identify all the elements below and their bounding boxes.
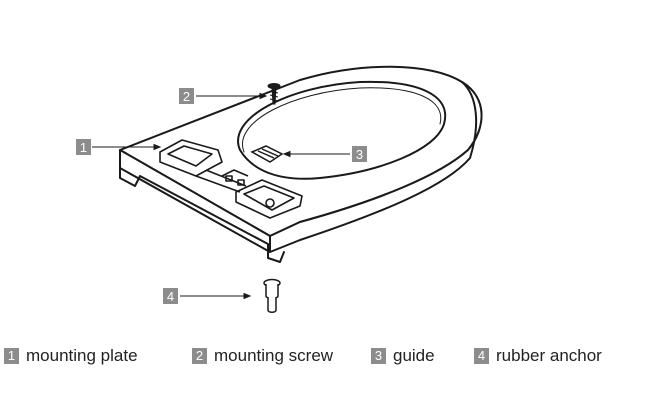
leader-2-arrow [259,92,268,100]
plate-front-block [159,139,223,177]
legend-badge: 3 [371,348,386,364]
leader-3-arrow [282,150,291,158]
legend-label: rubber anchor [496,346,602,365]
guide-body [250,145,284,163]
leader-1-arrow [153,143,162,151]
toilet-seat-drawing [119,65,483,263]
leader-4-arrow [243,292,252,300]
svg-text:4: 4 [167,289,174,304]
callout-1: 1 [76,139,91,155]
legend-item-mounting-screw: 2 mounting screw [192,345,333,367]
seat-opening-rim [241,87,442,153]
legend-item-guide: 3 guide [371,345,435,367]
callout-4: 4 [163,288,178,304]
mounting-plate-drawing [159,139,303,219]
callout-3: 3 [352,146,367,162]
legend-label: mounting plate [26,346,138,365]
anchor-drawing [263,278,281,313]
seat-opening [237,80,447,180]
legend-label: guide [393,346,435,365]
anchor-body [265,284,279,299]
legend-item-mounting-plate: 1 mounting plate [4,345,138,367]
legend-badge: 4 [474,348,489,364]
plate-hole [265,198,275,208]
svg-text:1: 1 [80,140,87,155]
svg-text:3: 3 [356,147,363,162]
legend-badge: 2 [192,348,207,364]
screw-drawing [267,83,281,105]
anchor-stem [267,297,277,313]
screw-threads [269,90,279,102]
svg-text:2: 2 [183,89,190,104]
plate-notch-a [225,175,233,182]
legend-item-rubber-anchor: 4 rubber anchor [474,345,602,367]
leader-lines [92,92,350,300]
plate-notch-b [237,179,245,186]
seat-side-face [269,81,483,253]
seat-underside-rib [119,167,285,263]
plate-front-block-inner [167,145,213,167]
guide-drawing [250,145,284,163]
legend-badge: 1 [4,348,19,364]
guide-ridges [257,148,279,159]
callout-2: 2 [179,88,194,104]
parts-legend: 1 mounting plate 2 mounting screw 3 guid… [0,345,665,369]
plate-rear-block-inner [243,185,295,211]
legend-label: mounting screw [214,346,334,365]
